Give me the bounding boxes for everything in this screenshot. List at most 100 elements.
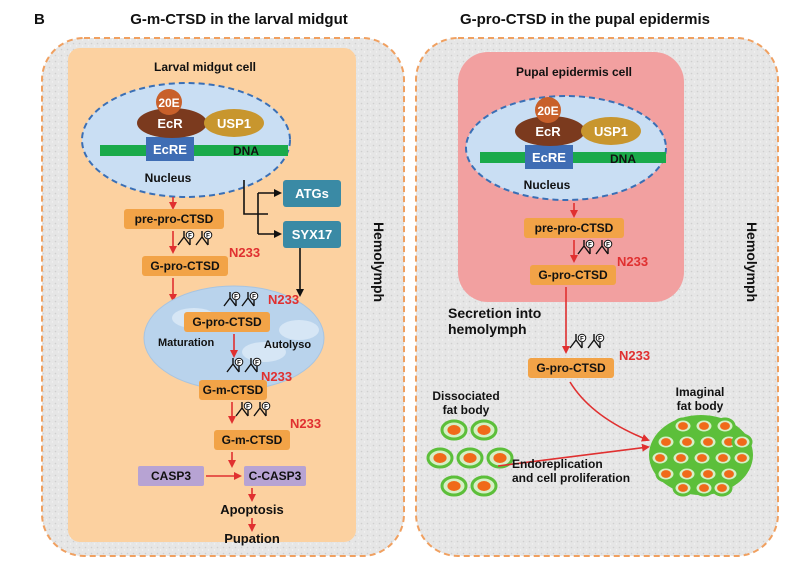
lysosome-gm-label: G-m-CTSD bbox=[203, 383, 264, 397]
arrow-gpro-to-imaginal bbox=[569, 381, 650, 442]
endoreplication-label-line2: and cell proliferation bbox=[512, 471, 630, 485]
fat-cell bbox=[486, 447, 514, 469]
left-n233-label-4: N233 bbox=[290, 416, 321, 431]
glycan-symbol-label: F bbox=[580, 337, 584, 343]
right-n233-label-1: N233 bbox=[617, 254, 648, 269]
syx17-box bbox=[283, 221, 341, 248]
fat-cell bbox=[426, 447, 454, 469]
right-nucleus-label: Nucleus bbox=[524, 178, 571, 192]
imaginal-fat-cell bbox=[670, 449, 692, 467]
casp3-box bbox=[138, 466, 204, 486]
left-n233-label-2: N233 bbox=[268, 292, 299, 307]
imaginal-label-line1: Imaginal bbox=[676, 385, 725, 399]
left-prepro-box bbox=[124, 209, 224, 229]
imaginal-fat-cell bbox=[649, 449, 671, 467]
right-20e-hormone bbox=[535, 97, 561, 123]
imaginal-fat-cell bbox=[711, 479, 733, 497]
left-ecre-label: EcRE bbox=[153, 142, 187, 157]
left-usp1-label: USP1 bbox=[217, 116, 251, 131]
vesicle-2 bbox=[279, 320, 319, 340]
fat-cell bbox=[440, 475, 468, 497]
apoptosis-label: Apoptosis bbox=[220, 502, 284, 517]
glycan-symbol-label: F bbox=[206, 234, 210, 240]
ccasp3-box bbox=[244, 466, 306, 486]
epidermis-cell-label: Pupal epidermis cell bbox=[516, 65, 632, 79]
midgut-cell-label: Larval midgut cell bbox=[154, 60, 256, 74]
fat-cell bbox=[470, 475, 498, 497]
glycan-symbol-label: F bbox=[255, 361, 259, 367]
imaginal-label-line2: fat body bbox=[677, 399, 724, 413]
imaginal-fat-cell bbox=[712, 449, 734, 467]
right-usp1-label: USP1 bbox=[594, 124, 628, 139]
imaginal-fat-cell bbox=[697, 465, 719, 483]
lysosome-gpro-label: G-pro-CTSD bbox=[192, 315, 262, 329]
syx17-label: SYX17 bbox=[292, 227, 332, 242]
atgs-label: ATGs bbox=[295, 186, 329, 201]
secretion-label-line1: Secretion into bbox=[448, 305, 541, 321]
right-dna-label: DNA bbox=[610, 152, 636, 166]
hemolymph-gpro-label: G-pro-CTSD bbox=[536, 361, 606, 375]
left-ecre-box bbox=[146, 137, 194, 161]
imaginal-fat-body-cluster bbox=[649, 415, 753, 497]
imaginal-fat-cell bbox=[672, 417, 694, 435]
imaginal-fat-cell bbox=[697, 433, 719, 451]
left-gm-label: G-m-CTSD bbox=[222, 433, 283, 447]
pupation-label: Pupation bbox=[224, 531, 280, 546]
left-gm-box bbox=[214, 430, 290, 450]
imaginal-fat-cell bbox=[714, 417, 736, 435]
hemolymph-gpro-box bbox=[528, 358, 614, 378]
vesicle-3 bbox=[242, 342, 286, 362]
glycan-symbol-label: F bbox=[246, 405, 250, 411]
imaginal-fat-cell bbox=[691, 449, 713, 467]
glycan-symbol-label: F bbox=[606, 243, 610, 249]
right-n233-label-2: N233 bbox=[619, 348, 650, 363]
maturation-label: Maturation bbox=[158, 337, 215, 349]
autolyso-label: Autolyso bbox=[264, 339, 311, 351]
arrow-endoreplication bbox=[497, 443, 650, 467]
fat-cell bbox=[456, 447, 484, 469]
right-ecr-receptor bbox=[515, 116, 585, 146]
casp3-label: CASP3 bbox=[151, 469, 191, 483]
imaginal-fat-cell bbox=[693, 479, 715, 497]
right-panel-title: G-pro-CTSD in the pupal epidermis bbox=[460, 11, 710, 28]
right-prepro-label: pre-pro-CTSD bbox=[535, 221, 614, 235]
imaginal-fat-cell bbox=[672, 479, 694, 497]
branch-line bbox=[243, 180, 268, 215]
ccasp3-label: C-CASP3 bbox=[249, 469, 302, 483]
left-ecr-label: EcR bbox=[157, 116, 183, 131]
right-gpro-label: G-pro-CTSD bbox=[538, 268, 608, 282]
left-n233-label-3: N233 bbox=[261, 369, 292, 384]
lysosome-gpro-box bbox=[184, 312, 270, 332]
imaginal-fat-cell bbox=[676, 433, 698, 451]
dissociated-label-line2: fat body bbox=[443, 403, 490, 417]
left-nucleus-label: Nucleus bbox=[145, 171, 192, 185]
panel-letter: B bbox=[34, 11, 45, 28]
left-prepro-label: pre-pro-CTSD bbox=[135, 212, 214, 226]
right-ecre-label: EcRE bbox=[532, 150, 566, 165]
right-ecr-label: EcR bbox=[535, 124, 561, 139]
left-gpro-label: G-pro-CTSD bbox=[150, 259, 220, 273]
glycan-symbol-label: F bbox=[234, 295, 238, 301]
imaginal-fat-cell bbox=[731, 433, 753, 451]
right-20e-label: 20E bbox=[537, 104, 558, 118]
imaginal-fat-cell bbox=[693, 417, 715, 435]
right-ecre-box bbox=[525, 145, 573, 169]
right-gpro-box bbox=[530, 265, 616, 285]
dissociated-label-line1: Dissociated bbox=[432, 389, 499, 403]
imaginal-fat-cell bbox=[731, 449, 753, 467]
imaginal-fat-cell bbox=[676, 465, 698, 483]
right-prepro-box bbox=[524, 218, 624, 238]
endoreplication-label-line1: Endoreplication bbox=[512, 457, 603, 471]
fat-cell bbox=[470, 419, 498, 441]
left-usp1 bbox=[204, 109, 264, 137]
left-hemolymph-label: Hemolymph bbox=[371, 222, 387, 302]
left-panel-title: G-m-CTSD in the larval midgut bbox=[130, 11, 348, 28]
right-hemolymph-label: Hemolymph bbox=[744, 222, 760, 302]
left-n233-label-1: N233 bbox=[229, 245, 260, 260]
imaginal-fat-cell bbox=[718, 465, 740, 483]
glycan-symbol-label: F bbox=[252, 295, 256, 301]
fat-cell bbox=[440, 419, 468, 441]
left-20e-label: 20E bbox=[158, 96, 179, 110]
imaginal-fat-cell bbox=[655, 433, 677, 451]
